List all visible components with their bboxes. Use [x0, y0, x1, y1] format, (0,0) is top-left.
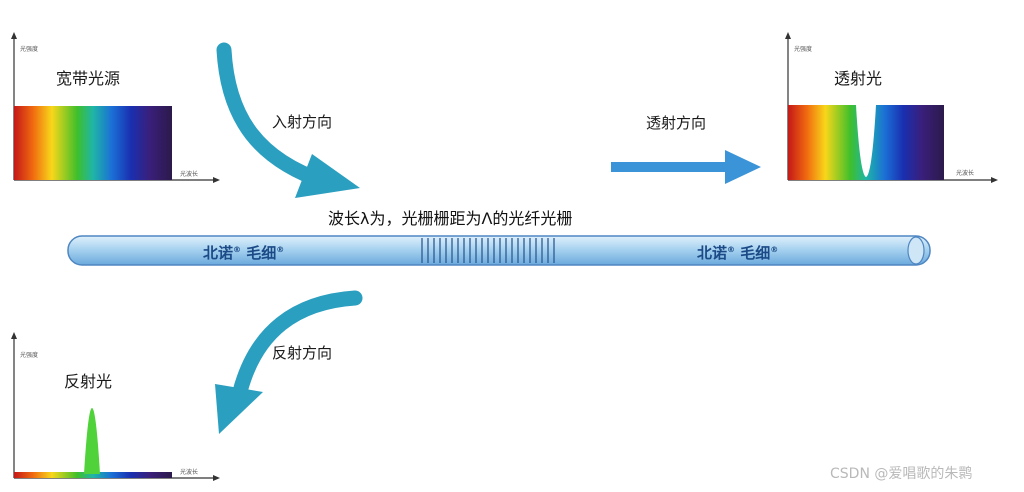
watermark: CSDN @爱唱歌的朱鹮 — [830, 466, 973, 482]
registered-mark: ® — [727, 245, 736, 254]
fiber-brand-right: 北诺® 毛细® — [697, 242, 778, 263]
reflected-xlabel: 光波长 — [180, 469, 199, 476]
transmitted-xlabel: 光波长 — [956, 170, 975, 177]
broadband-ylabel: 光强度 — [20, 46, 39, 53]
brand-name: 北诺 — [697, 244, 728, 262]
broadband-xlabel: 光波长 — [180, 171, 199, 178]
transmission-direction-label: 透射方向 — [646, 114, 707, 132]
broadband-panel: 光强度 光波长 宽带光源 — [8, 30, 223, 190]
reflection-peak — [84, 408, 100, 474]
reflected-title: 反射光 — [64, 372, 113, 391]
reflected-ylabel: 光强度 — [20, 352, 39, 359]
transmitted-title: 透射光 — [834, 69, 883, 88]
reflection-direction-label: 反射方向 — [272, 344, 333, 362]
transmitted-ylabel: 光强度 — [794, 46, 813, 53]
transmitted-panel: 光强度 光波长 透射光 — [782, 30, 1002, 190]
registered-mark: ® — [276, 245, 285, 254]
reflected-axes — [11, 332, 220, 481]
product-name: 毛细 — [740, 244, 771, 262]
incident-arrow — [216, 42, 360, 198]
broadband-title: 宽带光源 — [56, 69, 121, 88]
brand-name: 北诺 — [203, 244, 234, 262]
grating-region — [421, 238, 555, 263]
transmission-arrow — [611, 150, 761, 184]
fiber-caption: 波长λ为，光栅栅距为Λ的光纤光栅 — [328, 209, 573, 228]
registered-mark: ® — [233, 245, 242, 254]
fiber-brand-left: 北诺® 毛细® — [203, 242, 284, 263]
reflected-baseline — [14, 472, 172, 478]
registered-mark: ® — [770, 245, 779, 254]
reflected-panel: 光强度 光波长 反射光 — [8, 330, 223, 490]
product-name: 毛细 — [246, 244, 277, 262]
incident-direction-label: 入射方向 — [272, 113, 333, 131]
reflection-arrow — [215, 290, 363, 434]
transmission-notch — [856, 105, 876, 177]
optical-fiber — [67, 235, 931, 266]
broadband-spectrum — [14, 106, 172, 180]
